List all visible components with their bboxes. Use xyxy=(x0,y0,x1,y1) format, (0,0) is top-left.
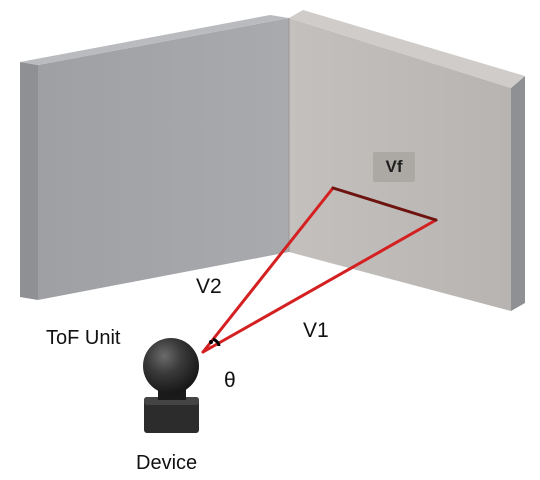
v1-label: V1 xyxy=(303,319,329,342)
v2-label: V2 xyxy=(196,275,222,298)
v1-ray xyxy=(201,218,438,354)
device-base xyxy=(144,397,199,433)
device-icon xyxy=(143,338,199,433)
ray-origin-dot xyxy=(209,340,213,344)
right-wall-edge xyxy=(511,76,525,311)
left-wall-edge xyxy=(20,62,38,300)
vf-segment xyxy=(331,186,438,222)
right-wall-top xyxy=(289,10,525,88)
device-label: Device xyxy=(136,452,198,474)
left-wall xyxy=(38,18,289,300)
tof-unit-sphere xyxy=(143,338,199,394)
left-wall-top xyxy=(20,15,289,65)
theta-label: θ xyxy=(224,369,236,392)
vf-label: Vf xyxy=(373,152,415,182)
tof-unit-label: ToF Unit xyxy=(46,327,121,349)
v2-ray xyxy=(201,186,335,354)
theta-angle-arc xyxy=(212,337,221,347)
